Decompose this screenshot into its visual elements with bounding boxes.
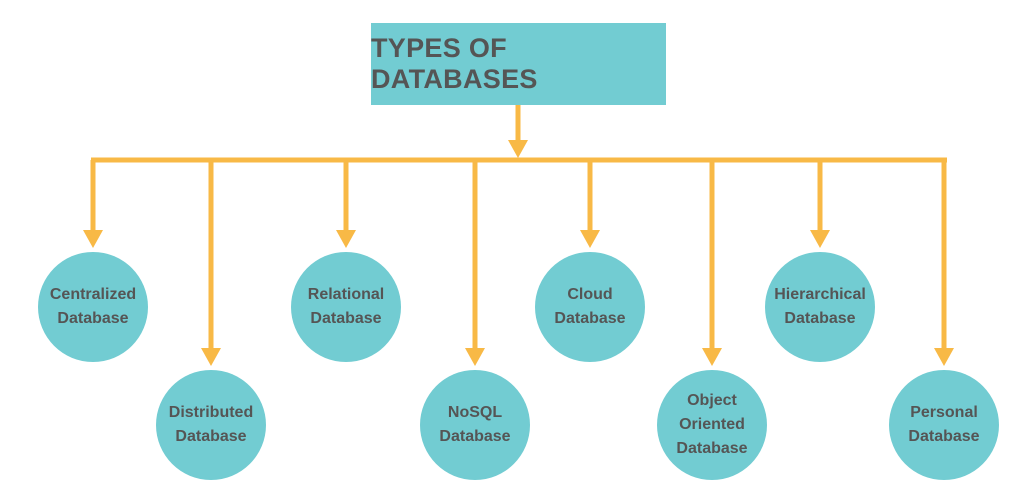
node-label-line2: Database	[554, 310, 626, 327]
arrowhead-relational	[336, 230, 356, 248]
node-label-line1: Hierarchical	[774, 286, 866, 303]
node-label-line2: Oriented	[679, 416, 745, 433]
node-label-line2: Database	[175, 428, 247, 445]
node-cloud-database: Cloud Database	[535, 252, 645, 362]
title-box: TYPES OF DATABASES	[371, 23, 666, 105]
node-relational-database: Relational Database	[291, 252, 401, 362]
arrowhead-nosql	[465, 348, 485, 366]
node-label-line1: Centralized	[49, 286, 137, 303]
node-label-line3: Database	[676, 440, 748, 457]
arrowhead-centralized	[83, 230, 103, 248]
title-stem-arrowhead	[508, 140, 528, 158]
node-label-line2: Database	[310, 310, 382, 327]
node-object-oriented-database: Object Oriented Database	[657, 370, 767, 480]
diagram-title: TYPES OF DATABASES	[371, 33, 538, 94]
node-label-line1: Cloud	[567, 286, 613, 303]
node-label-line2: Database	[784, 310, 856, 327]
node-label-line2: Database	[908, 428, 980, 445]
arrowhead-distributed	[201, 348, 221, 366]
node-label-line1: Personal	[910, 404, 978, 421]
node-hierarchical-database: Hierarchical Database	[765, 252, 875, 362]
arrowhead-hierarchical	[810, 230, 830, 248]
node-label-line1: Object	[687, 392, 737, 409]
node-label-line2: Database	[439, 428, 511, 445]
node-label-line1: NoSQL	[447, 404, 503, 421]
node-label-line1: Relational	[307, 286, 385, 303]
node-personal-database: Personal Database	[889, 370, 999, 480]
arrowhead-personal	[934, 348, 954, 366]
node-label-line2: Database	[57, 310, 129, 327]
node-distributed-database: Distributed Database	[156, 370, 266, 480]
node-nosql-database: NoSQL Database	[420, 370, 530, 480]
node-centralized-database: Centralized Database	[38, 252, 148, 362]
arrowhead-cloud	[580, 230, 600, 248]
node-label-line1: Distributed	[168, 404, 254, 421]
arrowhead-object-oriented	[702, 348, 722, 366]
